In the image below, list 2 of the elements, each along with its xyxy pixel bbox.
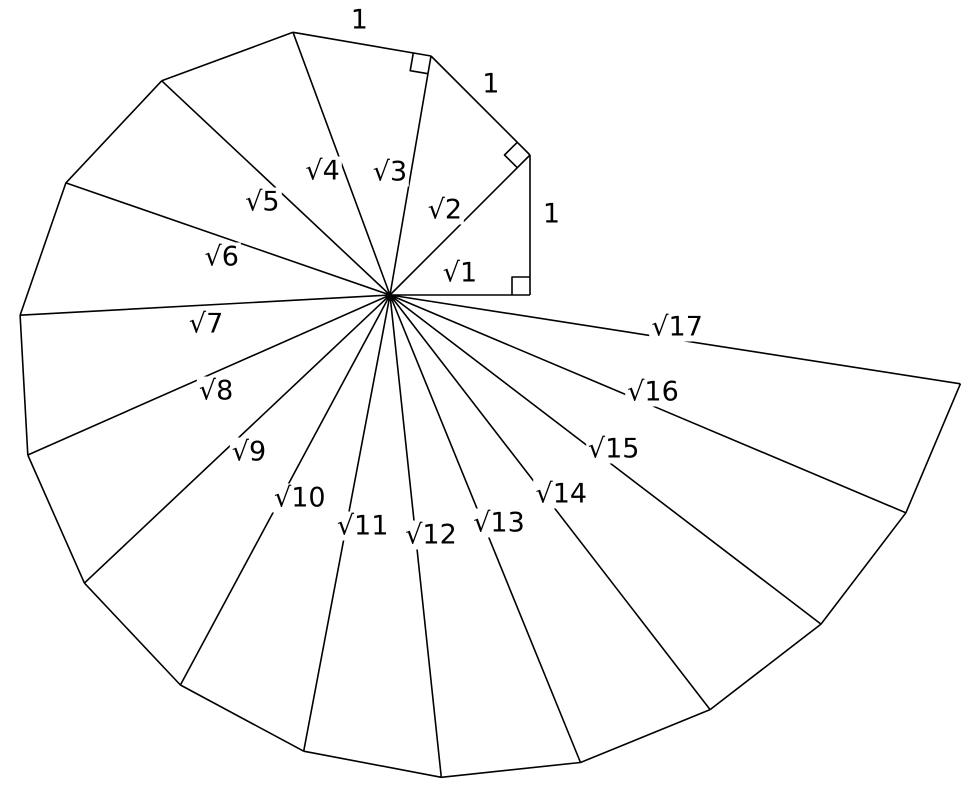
hypotenuse-label: √2 bbox=[426, 195, 464, 224]
hypotenuse-label: √3 bbox=[370, 158, 410, 186]
